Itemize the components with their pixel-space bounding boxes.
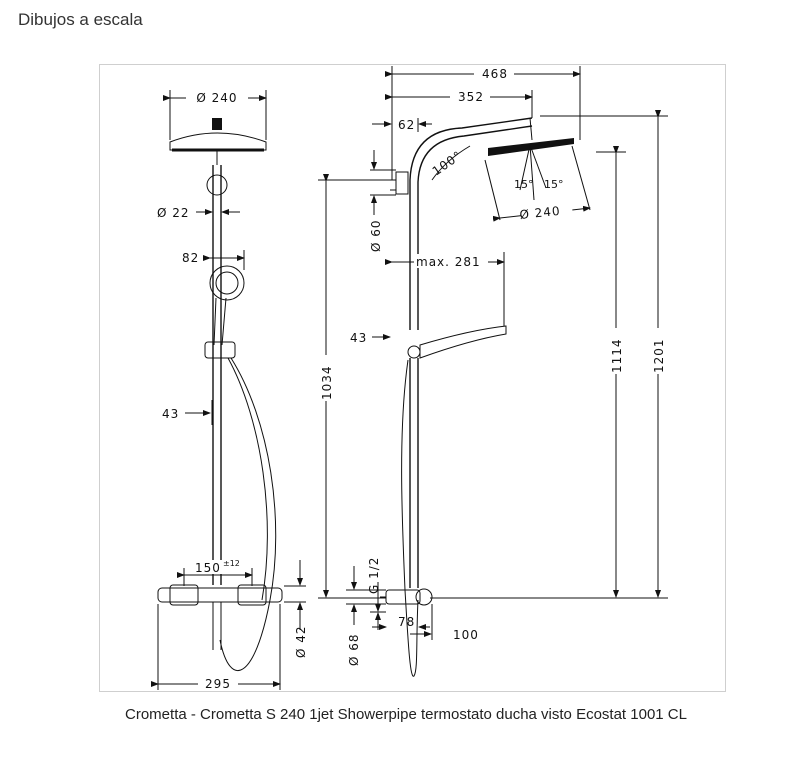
dim-side-arm-projection: 352	[458, 90, 484, 104]
dim-side-bar-offset: 43	[350, 331, 367, 345]
product-caption: Crometta - Crometta S 240 1jet Showerpip…	[125, 706, 687, 723]
dim-side-handshower-reach: max. 281	[416, 255, 481, 269]
dim-front-pipe-diameter: Ø 22	[157, 206, 190, 220]
front-view: Ø 240 Ø 22 82 43 150 ±12 Ø 42 295	[151, 90, 308, 691]
dim-side-tilt-left: 15°	[514, 178, 534, 191]
page-heading: Dibujos a escala	[18, 10, 143, 29]
dim-side-connection-thread: G 1/2	[367, 557, 381, 594]
side-hand-shower	[407, 325, 507, 359]
dim-front-mixer-spacing: 150	[195, 561, 221, 575]
dim-side-wall-offset: 62	[398, 118, 415, 132]
front-hand-shower	[204, 265, 245, 359]
front-riser-pipe	[206, 165, 228, 585]
dim-side-total-projection: 468	[482, 67, 508, 81]
dim-side-connection-depth: 78	[398, 615, 415, 629]
dim-side-tilt-right: 15°	[544, 178, 564, 191]
dim-side-bracket-height: Ø 60	[369, 219, 383, 252]
side-hose	[401, 359, 419, 677]
dim-side-height-handshower: 1034	[320, 365, 334, 400]
dim-side-head-angle: 100°	[430, 148, 465, 178]
dim-front-bar-offset: 43	[162, 407, 179, 421]
dim-front-handshower-width: 82	[182, 251, 199, 265]
dim-side-head-diameter: Ø 240	[519, 204, 561, 222]
side-shower-arm	[390, 117, 533, 330]
side-view: 468 352 62 100° 15° 15° Ø 240 Ø 60 max. …	[318, 66, 668, 677]
dim-front-head-diameter: Ø 240	[196, 91, 237, 105]
dim-side-connection-projection: 100	[453, 628, 479, 642]
dim-front-mixer-height: Ø 42	[294, 625, 308, 658]
side-thermostat-mixer	[380, 588, 433, 606]
dim-side-height-total: 1201	[652, 338, 666, 373]
dim-front-mixer-width: 295	[205, 677, 231, 691]
dim-front-mixer-tolerance: ±12	[223, 559, 240, 568]
dim-side-connection-diameter: Ø 68	[347, 633, 361, 666]
drawing-frame	[99, 64, 726, 692]
dim-side-height-head: 1114	[610, 338, 624, 373]
front-head-shower	[169, 118, 267, 165]
front-hose	[219, 357, 277, 671]
